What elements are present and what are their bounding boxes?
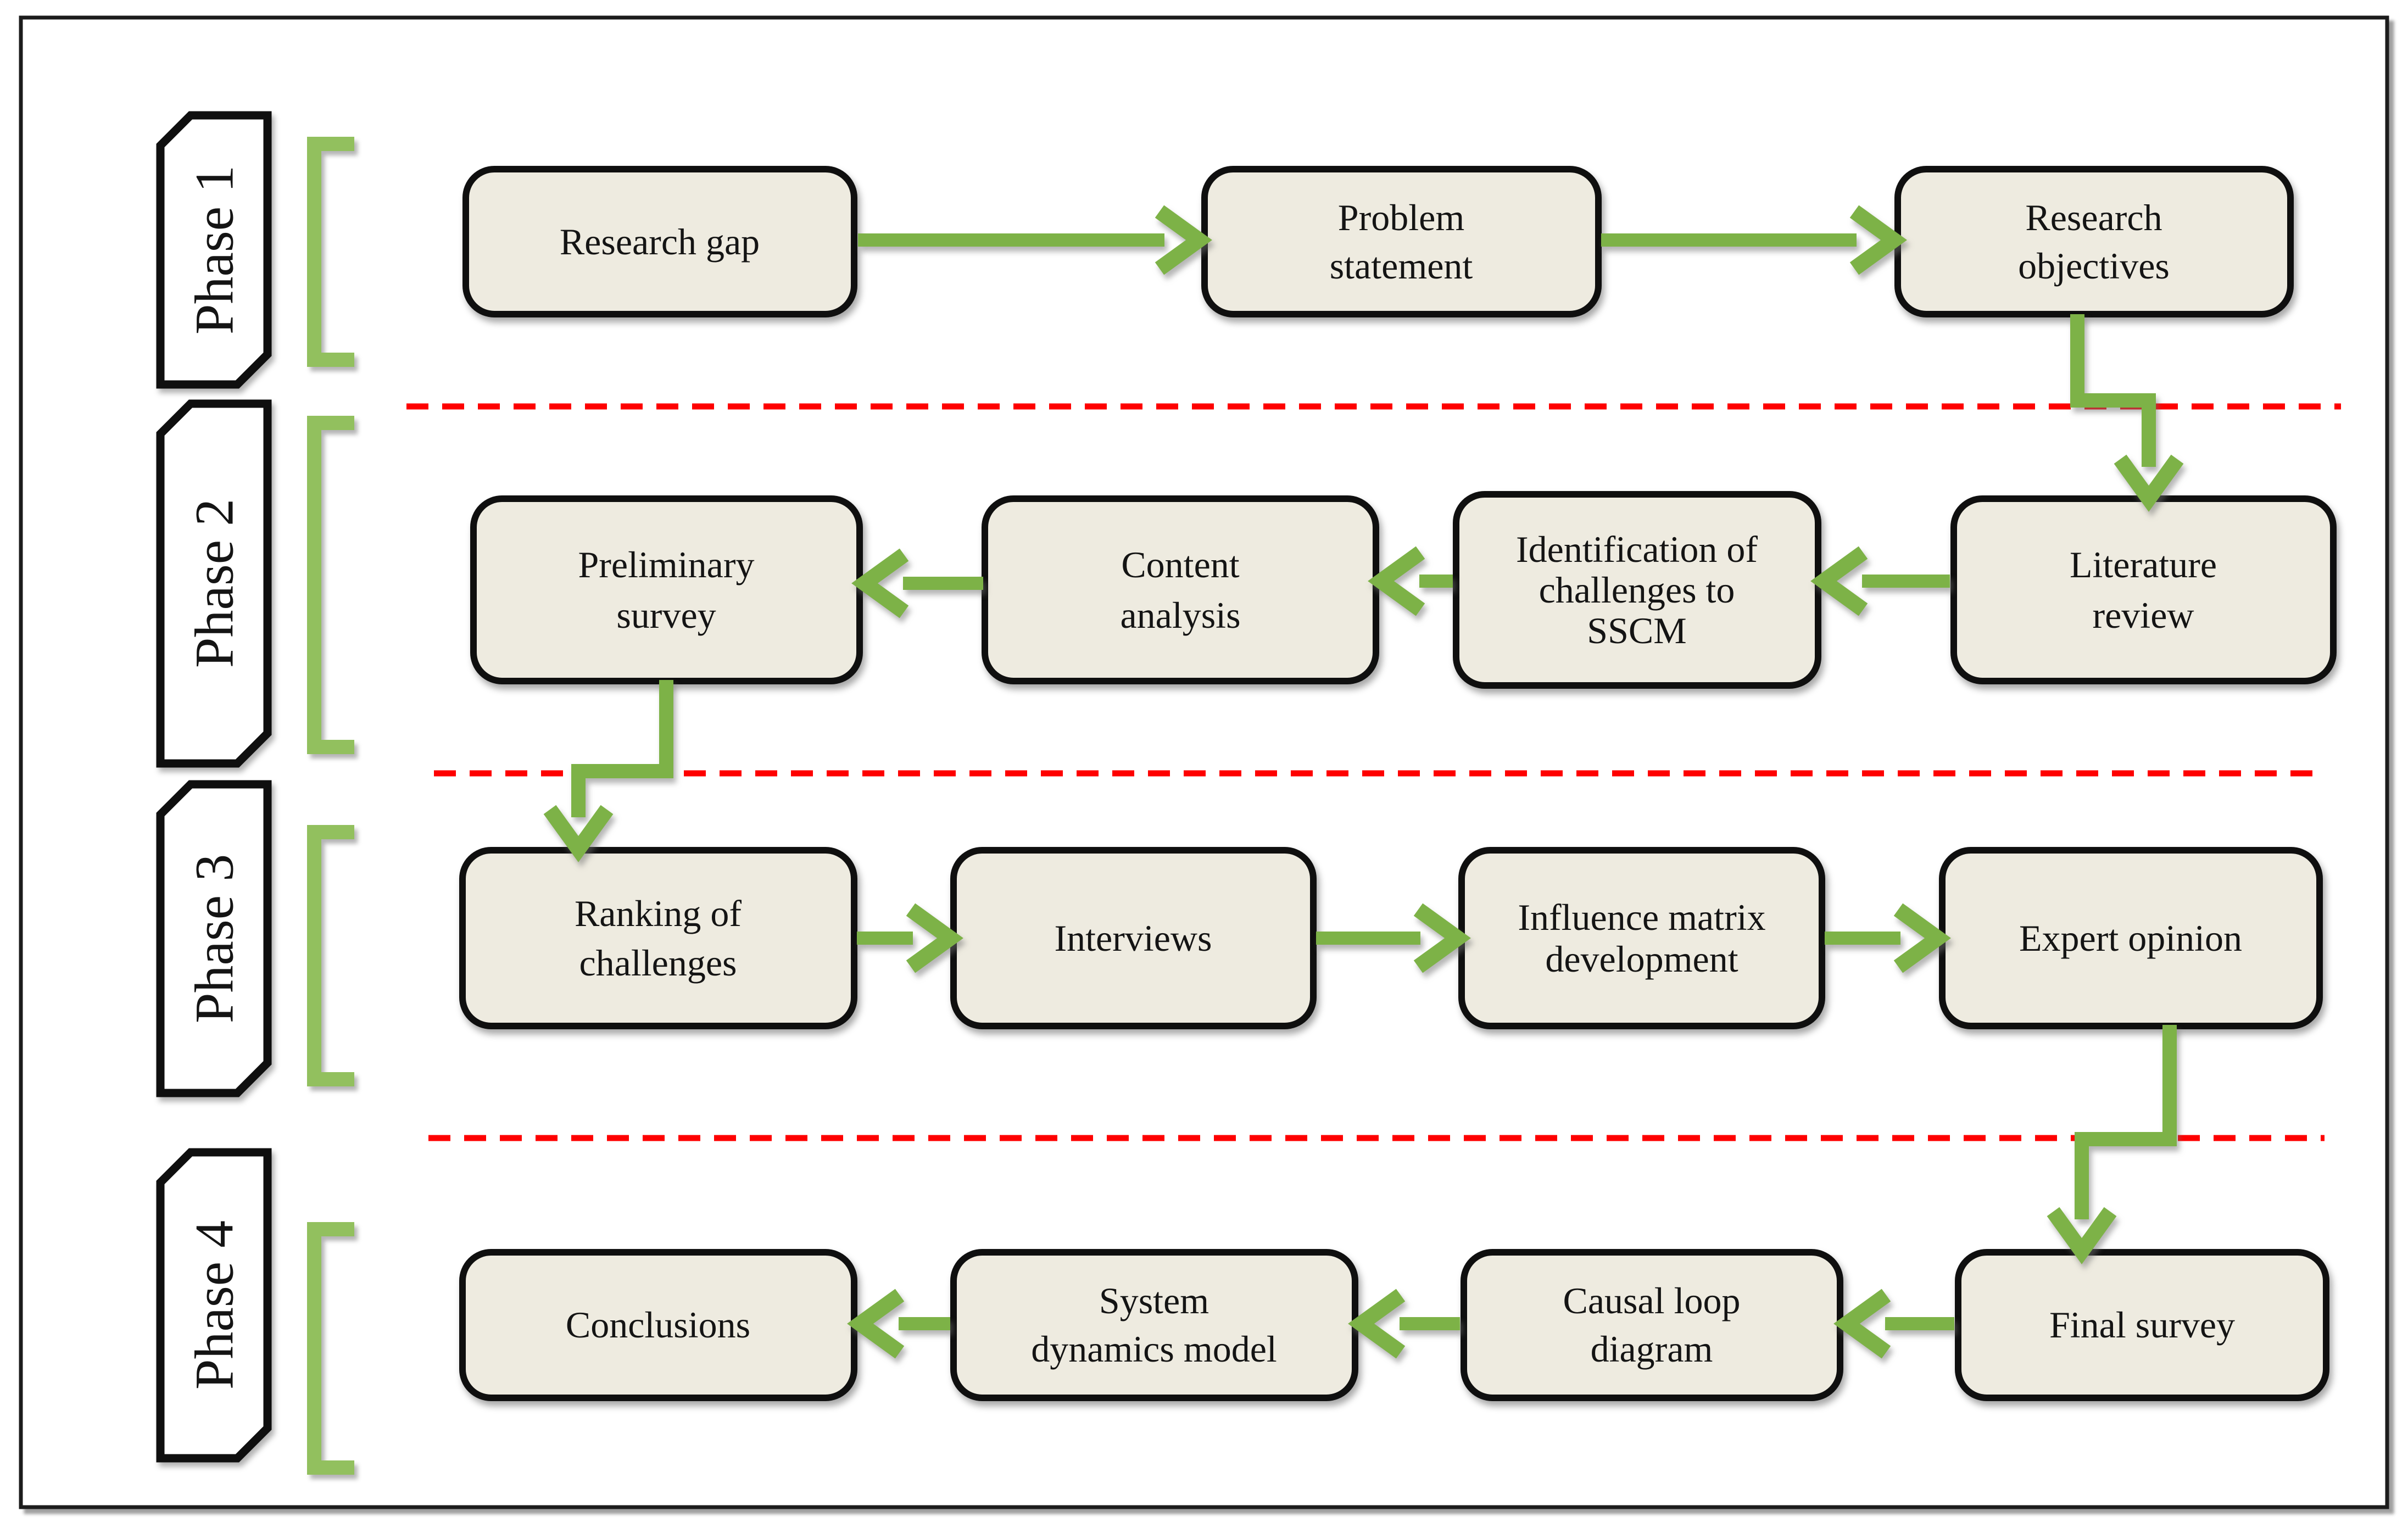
phase1-bracket-icon <box>307 137 354 367</box>
arrow-final-survey-to-causal-loop <box>1833 1289 1954 1359</box>
phase1-shape <box>156 111 272 389</box>
arrow-head-icon <box>1893 903 1951 973</box>
phase-label-2: Phase 2 <box>156 399 272 768</box>
arrow-head-icon <box>906 903 963 973</box>
box-shape <box>950 1249 1358 1401</box>
arrow-content-analysis-to-preliminary-survey <box>851 548 983 618</box>
box-shape <box>1955 1249 2329 1401</box>
box-shape <box>470 495 863 684</box>
arrow-head-icon <box>851 548 909 618</box>
arrow-head-icon <box>2047 1207 2117 1264</box>
arrow-research-gap-to-problem-statement <box>858 205 1212 275</box>
arrow-head-icon <box>1368 546 1425 616</box>
arrow-head-icon <box>1155 205 1212 275</box>
arrow-literature-review-to-identification <box>1810 546 1950 616</box>
phase2-shape <box>156 399 272 768</box>
box-shape <box>1453 491 1821 689</box>
elbow-stem <box>2070 314 2156 467</box>
arrow-identification-to-content-analysis <box>1368 546 1453 616</box>
arrow-ranking-to-interviews <box>857 903 963 973</box>
arrow-head-icon <box>1413 903 1471 973</box>
elbow-expert-opinion-to-final-survey <box>2047 1025 2177 1264</box>
arrow-head-icon <box>847 1289 905 1359</box>
elbow-stem <box>2075 1025 2177 1219</box>
arrow-head-icon <box>1849 205 1907 275</box>
phase2-text: Phase 2 <box>184 499 245 668</box>
box-label: Conclusions <box>566 1304 750 1346</box>
elbow-research-objectives-to-literature-review <box>2070 314 2184 512</box>
arrow-influence-matrix-to-expert-opinion <box>1825 903 1951 973</box>
box-shape <box>1950 495 2337 684</box>
box-shape <box>1894 166 2294 317</box>
elbow-stem <box>571 680 673 817</box>
box-shape <box>459 847 857 1029</box>
box-label: Research gap <box>560 221 760 263</box>
flow-box-interviews: Interviews <box>950 847 1317 1029</box>
box-label: Expert opinion <box>2019 917 2242 959</box>
flow-box-research-gap: Research gap <box>462 166 857 317</box>
arrow-interviews-to-influence-matrix <box>1316 903 1471 973</box>
phase4-text: Phase 4 <box>184 1220 245 1390</box>
phase1-text: Phase 1 <box>184 165 245 334</box>
phase-label-4: Phase 4 <box>156 1148 272 1463</box>
phase3-text: Phase 3 <box>184 854 245 1023</box>
box-label: Final survey <box>2049 1304 2235 1346</box>
box-label: Interviews <box>1054 917 1212 959</box>
phase-label-3: Phase 3 <box>156 780 272 1097</box>
box-shape <box>1461 1249 1843 1401</box>
flow-box-final-survey: Final survey <box>1955 1249 2329 1401</box>
phase4-shape <box>156 1148 272 1463</box>
phase3-shape <box>156 780 272 1097</box>
flow-box-expert-opinion: Expert opinion <box>1939 847 2323 1029</box>
box-shape <box>462 166 857 317</box>
arrow-head-icon <box>1810 546 1868 616</box>
phase3-bracket-icon <box>307 825 354 1086</box>
phase4-bracket-icon <box>307 1222 354 1475</box>
box-shape <box>1201 166 1602 317</box>
phase2-bracket-icon <box>307 416 354 754</box>
arrow-causal-loop-to-system-dynamics <box>1348 1289 1460 1359</box>
elbow-preliminary-survey-to-ranking <box>543 680 673 862</box>
flow-box-conclusions: Conclusions <box>459 1249 857 1401</box>
box-shape <box>982 495 1379 684</box>
arrow-problem-statement-to-research-objectives <box>1601 205 1907 275</box>
arrow-head-icon <box>1833 1289 1891 1359</box>
arrow-system-dynamics-to-conclusions <box>847 1289 950 1359</box>
phase-label-1: Phase 1 <box>156 111 272 389</box>
arrow-head-icon <box>543 805 614 862</box>
arrow-head-icon <box>1348 1289 1406 1359</box>
arrow-head-icon <box>2114 454 2184 512</box>
